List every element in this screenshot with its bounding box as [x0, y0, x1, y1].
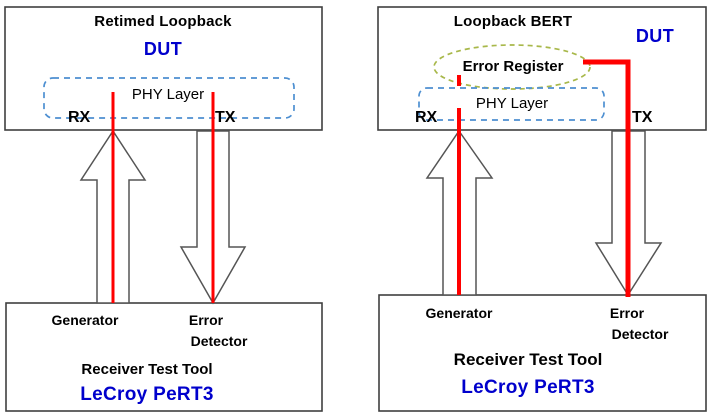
left-dut-title: Retimed Loopback [94, 13, 232, 30]
right-generator-label: Generator [425, 305, 493, 321]
right-error-detector-label-line2: Detector [611, 326, 669, 342]
right-tool-name: Receiver Test Tool [453, 350, 603, 369]
left-phy-layer-box [43, 77, 295, 119]
right-tool-box [378, 294, 707, 412]
right-error-register-ellipse [433, 44, 591, 90]
left-tx-label: TX [215, 109, 236, 126]
right-error-register-loop [583, 59, 631, 297]
left-brand-label: LeCroy PeRT3 [80, 384, 214, 405]
left-generator-label: Generator [51, 312, 119, 328]
left-phy-layer-label: PHY Layer [131, 86, 205, 103]
left-panel [4, 6, 323, 412]
right-error-detector-label-line1: Error [609, 305, 645, 321]
right-dut-label: DUT [635, 26, 675, 46]
right-rx-label: RX [415, 109, 438, 126]
left-error-detector-label-line2: Detector [190, 333, 248, 349]
left-tool-box [5, 302, 323, 412]
left-rx-label: RX [68, 109, 91, 126]
left-error-detector-label-line1: Error [188, 312, 224, 328]
left-dut-box [4, 6, 323, 131]
right-dut-title: Loopback BERT [453, 13, 573, 30]
right-phy-layer-label: PHY Layer [475, 95, 549, 112]
right-panel [377, 6, 707, 412]
right-dut-box [377, 6, 707, 131]
right-tx-label: TX [632, 109, 653, 126]
left-dut-label: DUT [143, 39, 183, 59]
right-error-register-label: Error Register [462, 58, 564, 75]
right-phy-layer-box [418, 87, 605, 121]
right-brand-label: LeCroy PeRT3 [461, 377, 595, 398]
left-tool-name: Receiver Test Tool [81, 361, 213, 378]
